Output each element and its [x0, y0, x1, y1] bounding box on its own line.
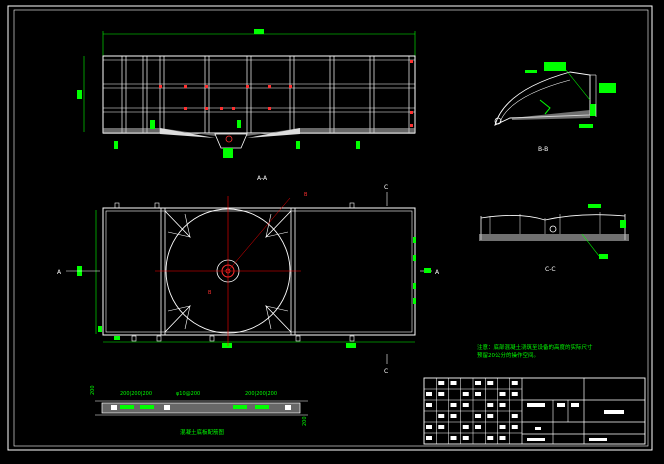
note-line-2: 预留20公分的操作空间。: [477, 351, 539, 359]
section-bb-label: B-B: [538, 146, 548, 153]
title-cell-text: [487, 403, 494, 407]
dim-side-1: 200: [90, 385, 96, 395]
title-cell-text: [487, 414, 494, 418]
title-cell-text: [462, 403, 469, 407]
cut-b-center: B: [208, 290, 212, 296]
title-cell-text: [426, 403, 432, 407]
section-cc-label: C-C: [545, 266, 556, 273]
title-cell-text: [426, 436, 432, 440]
sheet-border: [7, 5, 653, 451]
title-cell-text: [438, 381, 445, 385]
dim-side-2: 200: [302, 416, 308, 426]
title-cell-text: [511, 392, 518, 396]
title-cell-text: [438, 414, 445, 418]
section-cc-view: C-C: [479, 204, 629, 273]
title-cell-text: [499, 436, 506, 440]
sheet-inner-border: [13, 9, 649, 447]
title-cell-text: [487, 436, 494, 440]
title-cell-text: [499, 403, 506, 407]
title-cell-text: [438, 392, 445, 396]
cut-a-right: A: [435, 269, 440, 276]
note-line-1: 注意：底部混凝土浇筑至设备的高度的实际尺寸: [477, 343, 593, 351]
title-cell-text: [499, 425, 506, 429]
title-block: [423, 377, 646, 445]
title-cell-text: [511, 414, 518, 418]
title-cell-text: [426, 392, 432, 396]
cut-b-top: B: [304, 192, 308, 198]
concrete-detail-view: 200|200|200 φ10@200 200|200|200 200 200 …: [90, 385, 308, 436]
title-cell-text: [475, 381, 481, 385]
title-cell-text: [450, 403, 457, 407]
notes-block: 注意：底部混凝土浇筑至设备的高度的实际尺寸 预留20公分的操作空间。: [477, 343, 593, 359]
section-aa-label: A-A: [257, 175, 268, 182]
dim-detail-3: 200|200|200: [245, 391, 277, 397]
title-cell-text: [475, 414, 481, 418]
section-aa-view: A-A: [77, 29, 416, 182]
cut-a-left: A: [57, 269, 62, 276]
title-cell-text: [487, 381, 494, 385]
title-cell-text: [511, 381, 518, 385]
title-cell-text: [450, 381, 457, 385]
title-cell-text: [511, 425, 518, 429]
title-cell-text: [499, 392, 506, 396]
title-cell-text: [438, 425, 445, 429]
title-cell-text: [462, 425, 469, 429]
dim-marker: [254, 29, 264, 34]
title-cell-text: [450, 414, 457, 418]
title-cell-text: [426, 425, 432, 429]
detail-caption: 混凝土底板配筋图: [180, 428, 225, 436]
title-cell-text: [462, 436, 469, 440]
title-cell-text: [462, 392, 469, 396]
dim-detail-1: 200|200|200: [120, 391, 152, 397]
section-bb-view: B-B: [494, 62, 616, 153]
cut-c-top: C: [384, 184, 388, 191]
plan-view: B B A A C C: [57, 184, 440, 375]
title-cell-text: [475, 425, 481, 429]
dim-detail-2: φ10@200: [176, 391, 200, 397]
cut-c-bottom: C: [384, 368, 388, 375]
title-cell-text: [450, 436, 457, 440]
title-cell-text: [475, 392, 481, 396]
